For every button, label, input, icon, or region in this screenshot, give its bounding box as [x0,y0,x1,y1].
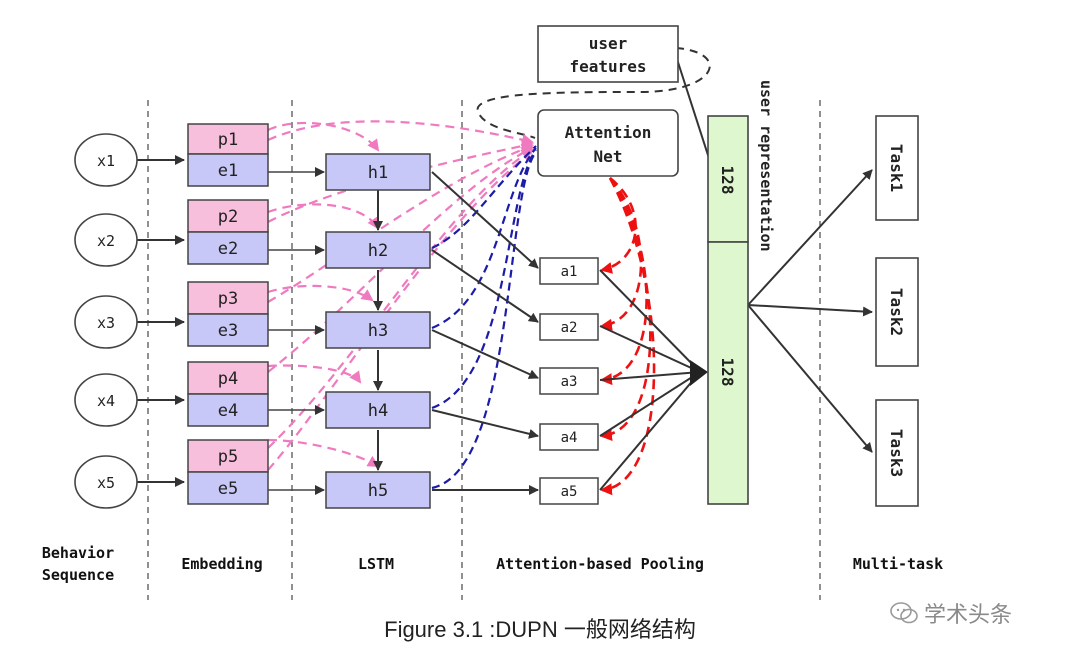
col-label-lstm: LSTM [358,555,394,573]
features-to-attention-link [476,47,711,139]
watermark: 学术头条 [890,597,1012,629]
pool-a1: a1 [539,257,599,285]
p-label: p1 [218,130,238,150]
e-label: e4 [218,401,238,421]
e-label: e2 [218,239,238,259]
task-label: Task1 [887,144,906,192]
input-x4: x4 [74,373,138,427]
user-representation-bar-top: 128 [707,115,749,243]
lstm-h3: h3 [325,311,431,349]
task3-box: Task3 [875,399,919,507]
user-features-line1: user [589,34,628,53]
p-label: p4 [218,369,238,389]
converge-arrowhead [690,360,708,386]
input-label: x3 [97,314,115,332]
user-features-box: user features [537,25,679,83]
input-label: x2 [97,232,115,250]
pool-a3: a3 [539,367,599,395]
h-label: h4 [368,401,388,421]
attention-net-box: Attention Net [537,109,679,177]
task-label: Task3 [887,429,906,477]
e-label: e3 [218,321,238,341]
embedding-pair-5: p5 e5 [187,439,269,505]
embedding-pair-1: p1 e1 [187,123,269,187]
lstm-h4: h4 [325,391,431,429]
task-label: Task2 [887,288,906,336]
embedding-pair-3: p3 e3 [187,281,269,347]
h-label: h1 [368,163,388,183]
e-label: e5 [218,479,238,499]
p-label: p3 [218,289,238,309]
input-x1: x1 [74,133,138,187]
pool-a4: a4 [539,423,599,451]
input-x5: x5 [74,455,138,509]
pool-a2: a2 [539,313,599,341]
lstm-h5: h5 [325,471,431,509]
col-label-multitask: Multi-task [853,555,943,573]
a-label: a4 [561,430,578,446]
col-label-behavior-1: Behavior [42,544,114,562]
a-label: a1 [561,264,578,280]
attention-line2: Net [594,147,623,166]
figure-caption: Figure 3.1 :DUPN 一般网络结构 [384,617,696,642]
red-attention-weights [600,176,656,496]
col-label-pooling: Attention-based Pooling [496,555,704,573]
lstm-h1: h1 [325,153,431,191]
h-label: h5 [368,481,388,501]
a-label: a5 [561,484,578,500]
pool-a5: a5 [539,477,599,505]
col-label-behavior-2: Sequence [42,566,114,584]
embedding-pair-4: p4 e4 [187,361,269,427]
task2-box: Task2 [875,257,919,367]
attention-line1: Attention [565,123,652,142]
input-label: x4 [97,392,115,410]
input-label: x1 [97,152,115,170]
user-representation-label: user representation [757,80,775,252]
input-x2: x2 [74,213,138,267]
watermark-text: 学术头条 [924,603,1013,628]
input-x3: x3 [74,295,138,349]
p-label: p2 [218,207,238,227]
wechat-icon [890,602,918,624]
embedding-pair-2: p2 e2 [187,199,269,265]
embedding-to-lstm-arrows [268,167,325,495]
representation-to-tasks [747,169,873,453]
user-features-line2: features [569,57,646,76]
input-label: x5 [97,474,115,492]
h-label: h3 [368,321,388,341]
lstm-h2: h2 [325,231,431,269]
p-label: p5 [218,447,238,467]
col-label-embedding: Embedding [181,555,262,573]
e-label: e1 [218,161,238,181]
pooling-to-representation [599,269,701,491]
rep-top-label: 128 [718,166,737,195]
h-label: h2 [368,241,388,261]
blue-lstm-to-attention [431,145,537,490]
input-arrows [135,155,185,487]
a-label: a3 [561,374,578,390]
rep-bottom-label: 128 [718,358,737,387]
user-representation-bar-bottom: 128 [707,241,749,505]
lstm-to-pooling-arrows [431,171,539,495]
a-label: a2 [561,320,578,336]
task1-box: Task1 [875,115,919,221]
